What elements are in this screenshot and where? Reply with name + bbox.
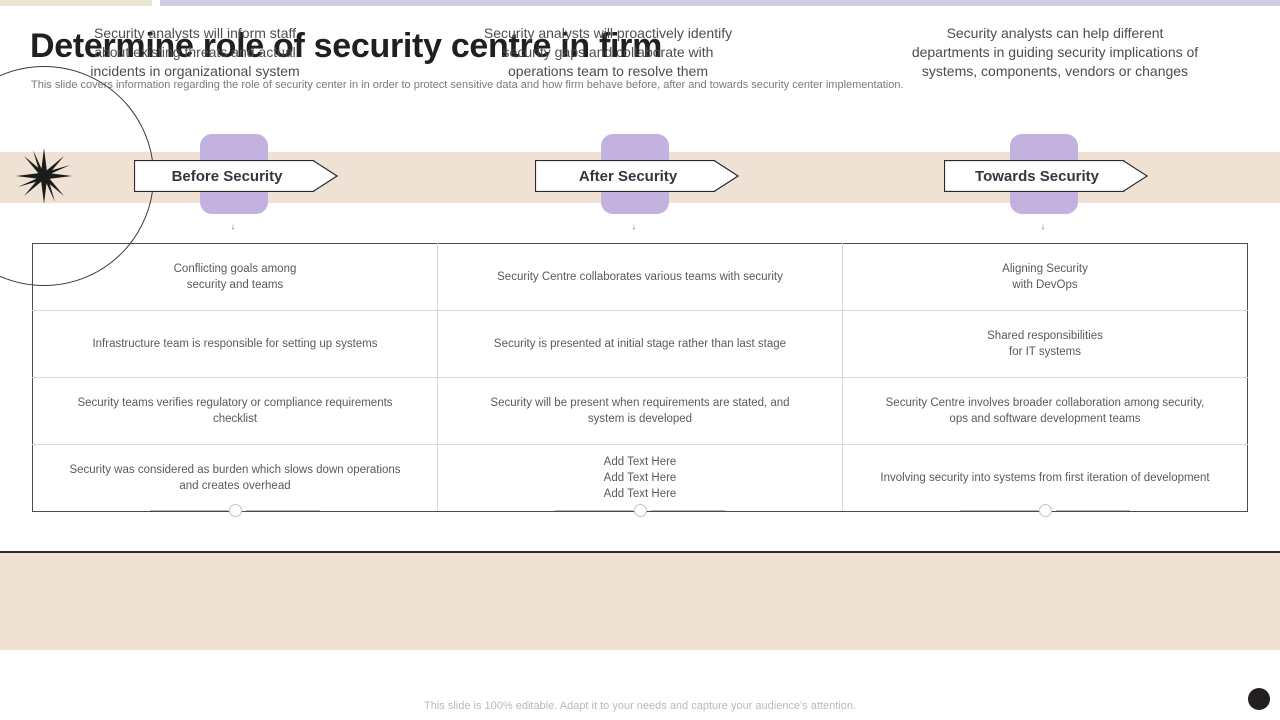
cell-line: Security was considered as burden which …	[69, 464, 401, 476]
outcome-line: Security analysts will proactively ident…	[483, 25, 733, 41]
outcome-after-security: Security analysts will proactively ident…	[440, 24, 776, 81]
stage-chevron[interactable]: Before Security	[134, 160, 338, 192]
cell-towards-3: Security Centre involves broader collabo…	[842, 377, 1248, 445]
connector-knob-icon	[1039, 504, 1052, 517]
table-row: Infrastructure team is responsible for s…	[32, 310, 1248, 378]
cell-line: Involving security into systems from fir…	[880, 472, 1210, 484]
connector-rail-after	[555, 504, 725, 518]
cell-line: Security teams verifies regulatory or co…	[77, 397, 393, 409]
table-row: Security teams verifies regulatory or co…	[32, 377, 1248, 445]
cell-before-3: Security teams verifies regulatory or co…	[32, 377, 438, 445]
outcome-line: security gaps and collaborate with	[502, 44, 714, 60]
cell-line-placeholder[interactable]: Add Text Here	[603, 456, 677, 468]
stage-down-arrow-icon	[1042, 224, 1044, 230]
footer-note: This slide is 100% editable. Adapt it to…	[424, 700, 856, 712]
outcome-line: departments in guiding security implicat…	[911, 44, 1199, 60]
table-row: Security was considered as burden which …	[32, 444, 1248, 512]
cell-line: Security is presented at initial stage r…	[493, 338, 787, 350]
cell-line-placeholder[interactable]: Add Text Here	[603, 488, 677, 500]
cell-line: Conflicting goals among	[173, 263, 297, 275]
page-title: Determine role of security centre in fir…	[30, 27, 663, 65]
cell-after-4[interactable]: Add Text Here Add Text Here Add Text Her…	[437, 444, 843, 512]
cell-line: for IT systems	[1009, 346, 1081, 358]
cell-before-2: Infrastructure team is responsible for s…	[32, 310, 438, 378]
cell-line: Security Centre collaborates various tea…	[497, 271, 783, 283]
cell-line: Shared responsibilities	[987, 330, 1103, 342]
cell-line: ops and software development teams	[949, 413, 1141, 425]
corner-dot-decoration	[1248, 688, 1270, 710]
cell-after-1: Security Centre collaborates various tea…	[437, 243, 843, 311]
outcome-line: Security analysts will inform staff	[93, 25, 297, 41]
connector-rail-before	[150, 504, 320, 518]
sparkle-star-icon	[16, 148, 72, 204]
stage-towards-security[interactable]: Towards Security	[944, 134, 1280, 244]
outcome-towards-security: Security analysts can help different dep…	[860, 24, 1250, 81]
stage-label: Before Security	[171, 167, 283, 185]
top-accent-bar-beige	[0, 0, 152, 6]
cell-towards-4: Involving security into systems from fir…	[842, 444, 1248, 512]
outcome-line: Security analysts can help different	[946, 25, 1164, 41]
cell-before-1: Conflicting goals among security and tea…	[32, 243, 438, 311]
cell-line: Security Centre involves broader collabo…	[885, 397, 1205, 409]
outcome-before-security: Security analysts will inform staff abou…	[42, 24, 348, 81]
outcome-line: about existing threats and actual	[94, 44, 296, 60]
stage-down-arrow-icon	[633, 224, 635, 230]
cell-towards-2: Shared responsibilities for IT systems	[842, 310, 1248, 378]
stage-label: Towards Security	[975, 167, 1099, 185]
table-row: Conflicting goals among security and tea…	[32, 243, 1248, 311]
stage-before-security[interactable]: Before Security	[134, 134, 474, 244]
connector-knob-icon	[229, 504, 242, 517]
cell-line: checklist	[212, 413, 258, 425]
page-subtitle: This slide covers information regarding …	[31, 79, 904, 91]
cell-line: security and teams	[186, 279, 284, 291]
outcome-line: systems, components, vendors or changes	[921, 63, 1189, 79]
cell-after-3: Security will be present when requiremen…	[437, 377, 843, 445]
cell-after-2: Security is presented at initial stage r…	[437, 310, 843, 378]
cell-line: Security will be present when requiremen…	[490, 397, 790, 409]
cell-line: Infrastructure team is responsible for s…	[92, 338, 378, 350]
stage-chevron[interactable]: After Security	[535, 160, 739, 192]
cell-line: and creates overhead	[179, 480, 291, 492]
stage-label: After Security	[578, 167, 678, 185]
cell-line: Aligning Security	[1002, 263, 1088, 275]
outcome-line: incidents in organizational system	[90, 63, 300, 79]
cell-towards-1: Aligning Security with DevOps	[842, 243, 1248, 311]
outcome-band	[0, 551, 1280, 650]
cell-line: with DevOps	[1012, 279, 1078, 291]
connector-knob-icon	[634, 504, 647, 517]
cell-line: system is developed	[587, 413, 693, 425]
cell-line-placeholder[interactable]: Add Text Here	[603, 472, 677, 484]
stage-chevron[interactable]: Towards Security	[944, 160, 1148, 192]
stage-down-arrow-icon	[232, 224, 234, 230]
cell-before-4: Security was considered as burden which …	[32, 444, 438, 512]
comparison-matrix: Conflicting goals among security and tea…	[32, 243, 1248, 512]
outcome-line: operations team to resolve them	[508, 63, 708, 79]
connector-rail-towards	[960, 504, 1130, 518]
stage-after-security[interactable]: After Security	[535, 134, 875, 244]
top-accent-bar-purple	[160, 0, 1280, 6]
